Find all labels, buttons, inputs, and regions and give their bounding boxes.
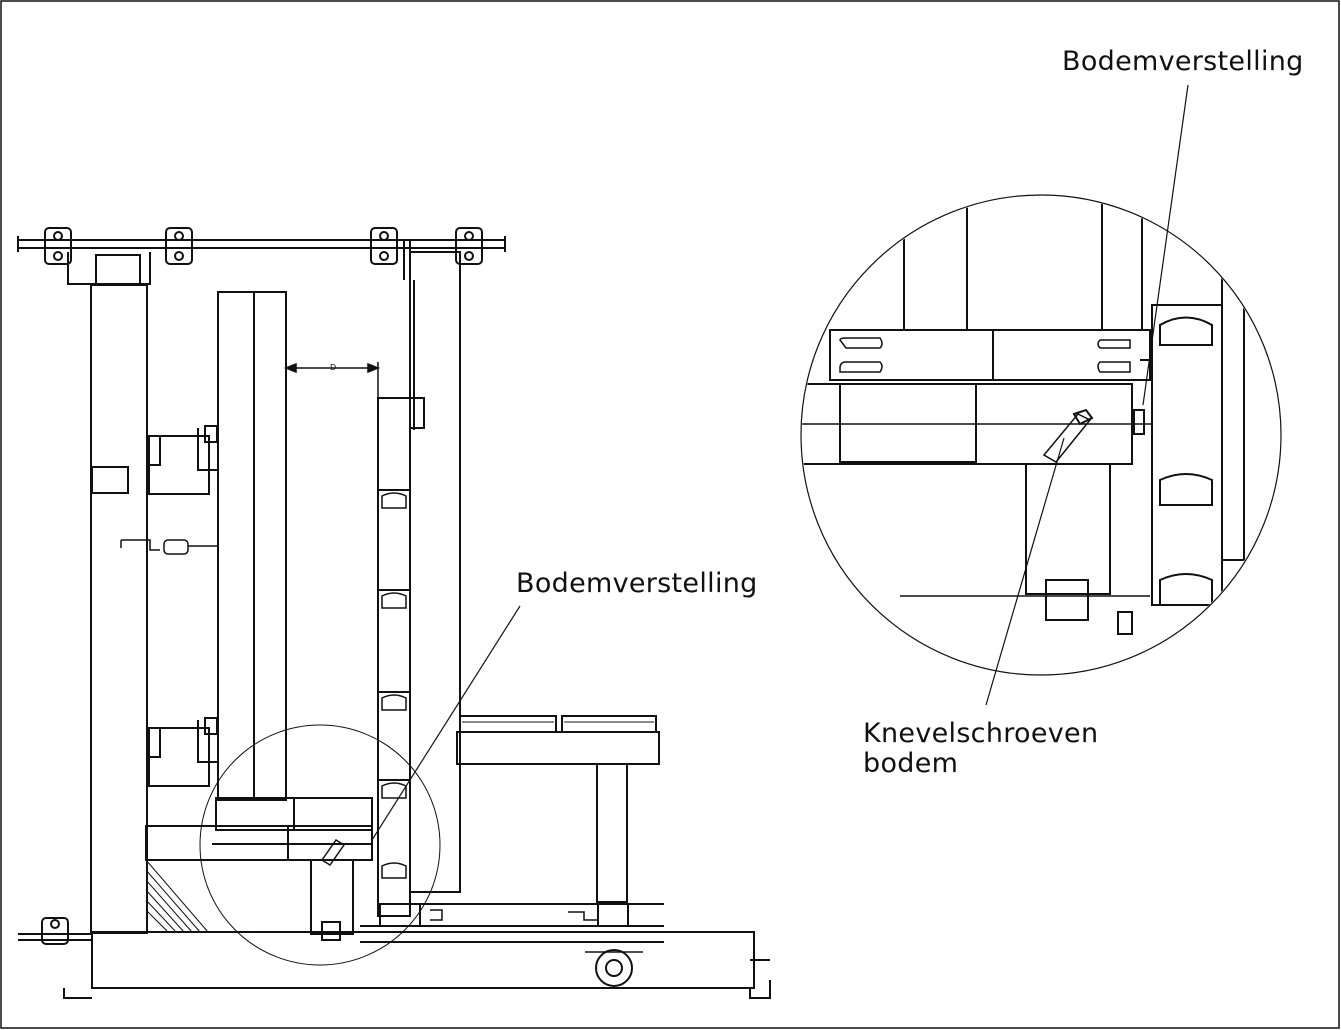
wall-clamps — [148, 425, 218, 787]
detail-marker-circle — [199, 724, 441, 966]
leader-bodemverstelling-detail — [1142, 84, 1189, 406]
leader-knevelschroeven — [985, 437, 1065, 706]
right-post — [409, 251, 461, 893]
label-bodemverstelling-detail: Bodemverstelling — [1062, 46, 1304, 77]
dimension-d — [283, 362, 381, 800]
bottom-box — [145, 797, 373, 941]
detail-circle — [800, 194, 1282, 676]
top-clamps — [44, 227, 483, 286]
turnbuckle — [120, 539, 218, 555]
leader-bodemverstelling-main — [371, 605, 521, 841]
label-bodem: bodem — [863, 748, 958, 779]
side-table — [456, 715, 660, 903]
profile-rack — [377, 397, 411, 917]
detail-view — [800, 84, 1282, 706]
main-assembly: D — [17, 227, 771, 999]
base-frame — [18, 903, 771, 999]
top-rail — [17, 236, 506, 252]
left-post — [90, 284, 148, 934]
label-knevelschroeven: Knevelschroeven — [863, 718, 1098, 749]
label-bodemverstelling-main: Bodemverstelling — [516, 568, 758, 599]
central-column — [217, 291, 287, 801]
dimension-d-label: D — [330, 363, 336, 372]
